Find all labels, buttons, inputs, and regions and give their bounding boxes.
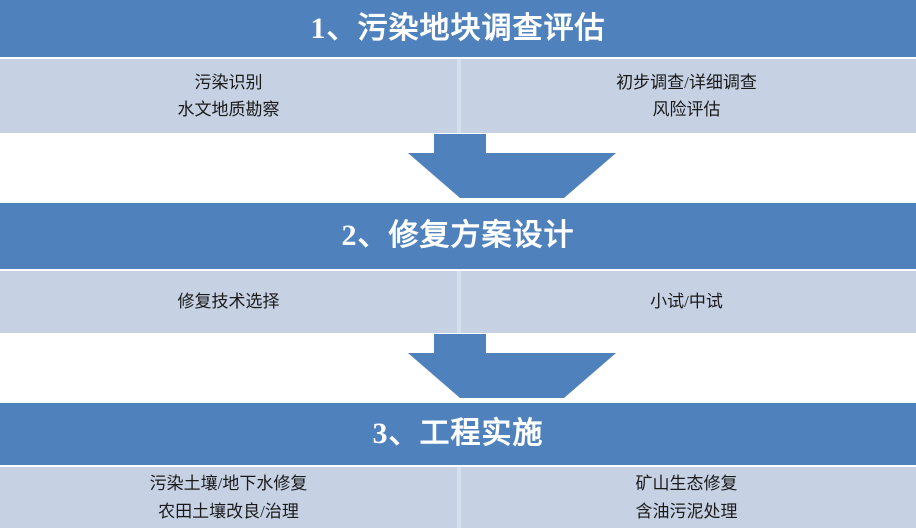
stage-1-header: 1、污染地块调查评估	[0, 0, 916, 57]
arrow-stage2-to-stage3-icon	[408, 334, 616, 398]
stage-1-item-right-1: 初步调查/详细调查	[616, 72, 757, 92]
stage-3-header: 3、工程实施	[0, 403, 916, 465]
stage-2-column-right: 小试/中试	[457, 271, 916, 333]
stage-3-item-right-1: 矿山生态修复	[635, 474, 738, 494]
arrow-stage1-to-stage2-icon	[408, 134, 616, 198]
stage-1-item-left-2: 水文地质勘察	[177, 100, 280, 119]
stage-3-item-left-2: 农田土壤改良/治理	[158, 501, 299, 521]
stage-3-column-left: 污染土壤/地下水修复 农田土壤改良/治理	[0, 467, 457, 528]
stage-3-body: 污染土壤/地下水修复 农田土壤改良/治理 矿山生态修复 含油污泥处理	[0, 467, 916, 528]
stage-1-body: 污染识别 水文地质勘察 初步调查/详细调查 风险评估	[0, 59, 916, 133]
stage-2-body: 修复技术选择 小试/中试	[0, 271, 916, 333]
stage-2-header: 2、修复方案设计	[0, 203, 916, 269]
stage-2-column-left: 修复技术选择	[0, 271, 457, 333]
stage-1-column-left: 污染识别 水文地质勘察	[0, 59, 457, 133]
stage-3-item-left-1: 污染土壤/地下水修复	[149, 474, 308, 494]
stage-1-column-divider	[457, 59, 461, 133]
stage-1-item-right-2: 风险评估	[652, 100, 721, 119]
stage-3-column-right: 矿山生态修复 含油污泥处理	[457, 467, 916, 528]
stage-1-column-right: 初步调查/详细调查 风险评估	[457, 59, 916, 133]
stage-2-item-right-1: 小试/中试	[650, 292, 723, 312]
stage-3-item-right-2: 含油污泥处理	[635, 501, 738, 521]
stage-2-item-left-1: 修复技术选择	[177, 292, 280, 312]
stage-1-item-left-1: 污染识别	[194, 72, 263, 92]
stage-2-column-divider	[457, 271, 461, 333]
stage-3-column-divider	[457, 467, 461, 528]
